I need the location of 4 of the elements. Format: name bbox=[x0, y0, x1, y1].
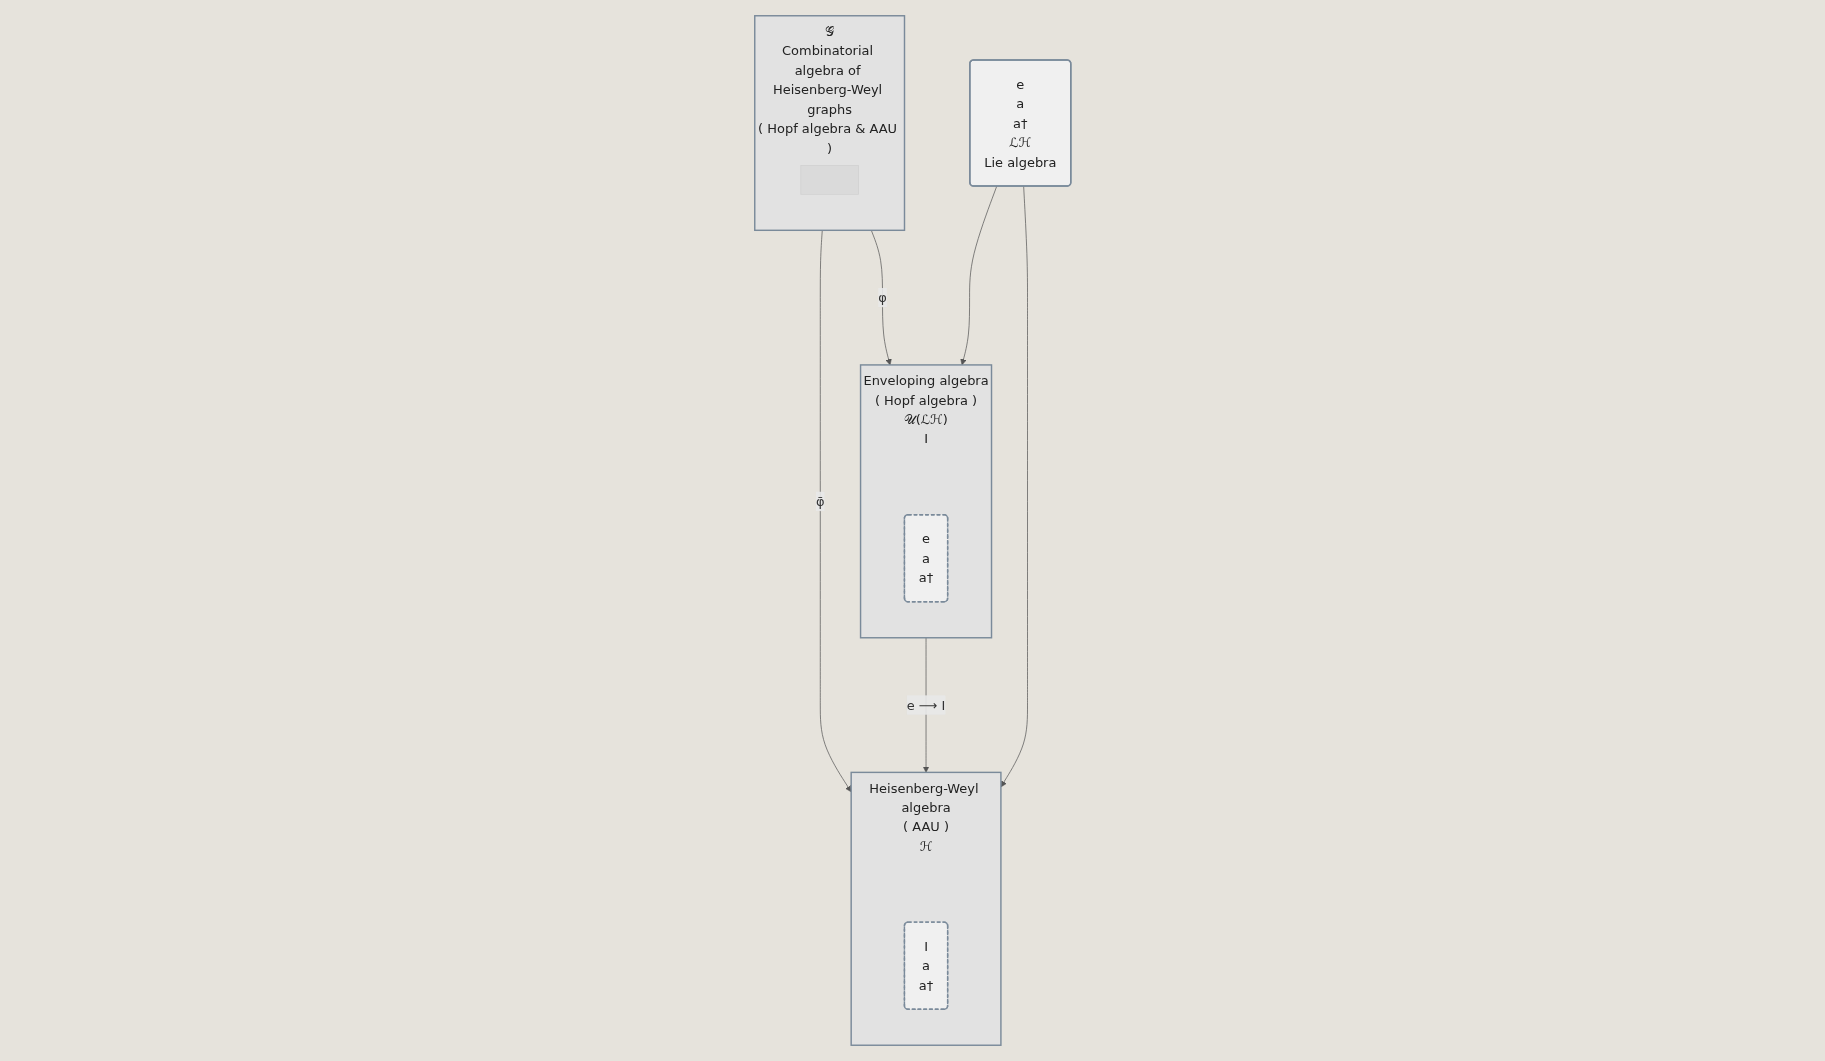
cluster: 𝒢 Combinatorial algebra of Heisenberg-Weyl graphs ( Hopf algebra & AAU ) bbox=[753, 15, 905, 231]
edge-label: φ bbox=[877, 290, 887, 306]
edge-label: φ̄ bbox=[815, 493, 825, 509]
edge-label: e ⟶ I bbox=[906, 697, 946, 713]
